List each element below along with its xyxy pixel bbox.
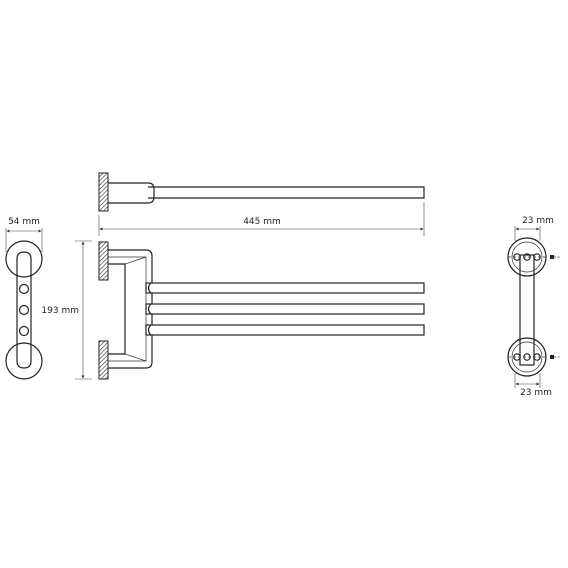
front-view-arm-3: [145, 324, 425, 336]
height-dimension-label: 193 mm: [41, 306, 79, 316]
end-view-bottom-screw-icon: [550, 355, 554, 359]
width-dimension-label: 54 mm: [8, 217, 40, 227]
top-spacing-label: 23 mm: [522, 216, 554, 226]
front-view-arm-2: [145, 303, 425, 315]
front-view-upper-plate: [98, 241, 109, 281]
length-dimension-label: 445 mm: [243, 217, 281, 227]
end-view-column: [519, 254, 535, 366]
length-dimension: 445 mm: [98, 202, 425, 236]
width-dimension: 54 mm: [5, 217, 43, 252]
side-view-top-rosette: [5, 240, 43, 278]
front-view-lower-plate: [98, 340, 109, 380]
height-dimension: 193 mm: [41, 240, 92, 380]
top-view-wall-plate: [98, 172, 109, 212]
top-view-bracket: [108, 182, 155, 204]
top-spacing-dimension: 23 mm: [514, 216, 554, 241]
side-view-bottom-rosette: [5, 342, 43, 380]
end-view: [507, 237, 561, 377]
front-view-arm-1: [145, 282, 425, 294]
bottom-spacing-dimension: 23 mm: [514, 373, 552, 398]
front-view: [98, 241, 425, 380]
end-view-top-screw-icon: [550, 255, 554, 259]
top-view-arm: [148, 186, 425, 199]
top-view: [98, 172, 425, 212]
side-view: [5, 240, 43, 380]
bottom-spacing-label: 23 mm: [520, 388, 552, 398]
